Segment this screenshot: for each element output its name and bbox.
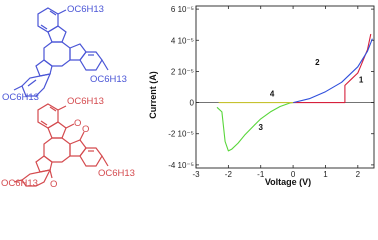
x-axis-label: Voltage (V)	[265, 177, 311, 187]
y-axis-label: Current (A)	[148, 71, 158, 119]
bottom-substituent-3: OC6H13	[1, 178, 38, 188]
x-tick-label: -3	[192, 170, 200, 179]
x-tick-label: -2	[225, 170, 233, 179]
x-tick-label: 0	[291, 170, 296, 179]
bottom-carbonyl-2: O	[82, 124, 89, 135]
series-3-line	[216, 102, 294, 152]
series-2-line	[292, 38, 373, 104]
bottom-carbonyl-1: O	[74, 118, 81, 129]
curve-label-4: 4	[270, 89, 275, 98]
y-tick-label: 0	[190, 99, 195, 108]
y-tick-label: 2 10⁻⁵	[171, 67, 194, 76]
molecule-bottom	[13, 103, 109, 187]
plot-area: -3 -2 -1 0 1 2 -4 10⁻⁵ -2 10⁻⁵ 0 2 10⁻⁵ 4 10⁻⁵ 6 10…	[168, 5, 375, 179]
series-1-line	[293, 33, 372, 104]
y-tick-label: -2 10⁻⁵	[168, 130, 194, 139]
curve-label-3: 3	[259, 123, 264, 132]
x-tick-label: 1	[323, 170, 328, 179]
y-tick-label: 4 10⁻⁵	[171, 36, 194, 45]
figure: OC6H13 OC6H13 OC6H13	[1, 4, 375, 188]
top-substituent-1: OC6H13	[67, 4, 104, 15]
top-substituent-2: OC6H13	[90, 74, 127, 85]
iv-chart: -3 -2 -1 0 1 2 -4 10⁻⁵ -2 10⁻⁵ 0 2 10⁻⁵ 4 10⁻⁵ 6 10…	[148, 5, 375, 187]
bottom-substituent-1: OC6H13	[67, 96, 104, 107]
x-tick-label: -1	[257, 170, 265, 179]
x-tick-label: 2	[356, 170, 361, 179]
curve-label-2: 2	[315, 58, 320, 67]
top-substituent-3: OC6H13	[2, 92, 39, 103]
plot-frame	[195, 5, 375, 169]
y-tick-label: 6 10⁻⁵	[171, 5, 194, 14]
molecule-top	[13, 7, 109, 97]
y-tick-label: -4 10⁻⁵	[168, 161, 194, 170]
molecule-structures: OC6H13 OC6H13 OC6H13	[1, 4, 135, 188]
bottom-substituent-2: OC6H13	[98, 168, 135, 179]
curve-label-1: 1	[359, 75, 364, 84]
bottom-carbonyl-3: O	[50, 179, 57, 188]
